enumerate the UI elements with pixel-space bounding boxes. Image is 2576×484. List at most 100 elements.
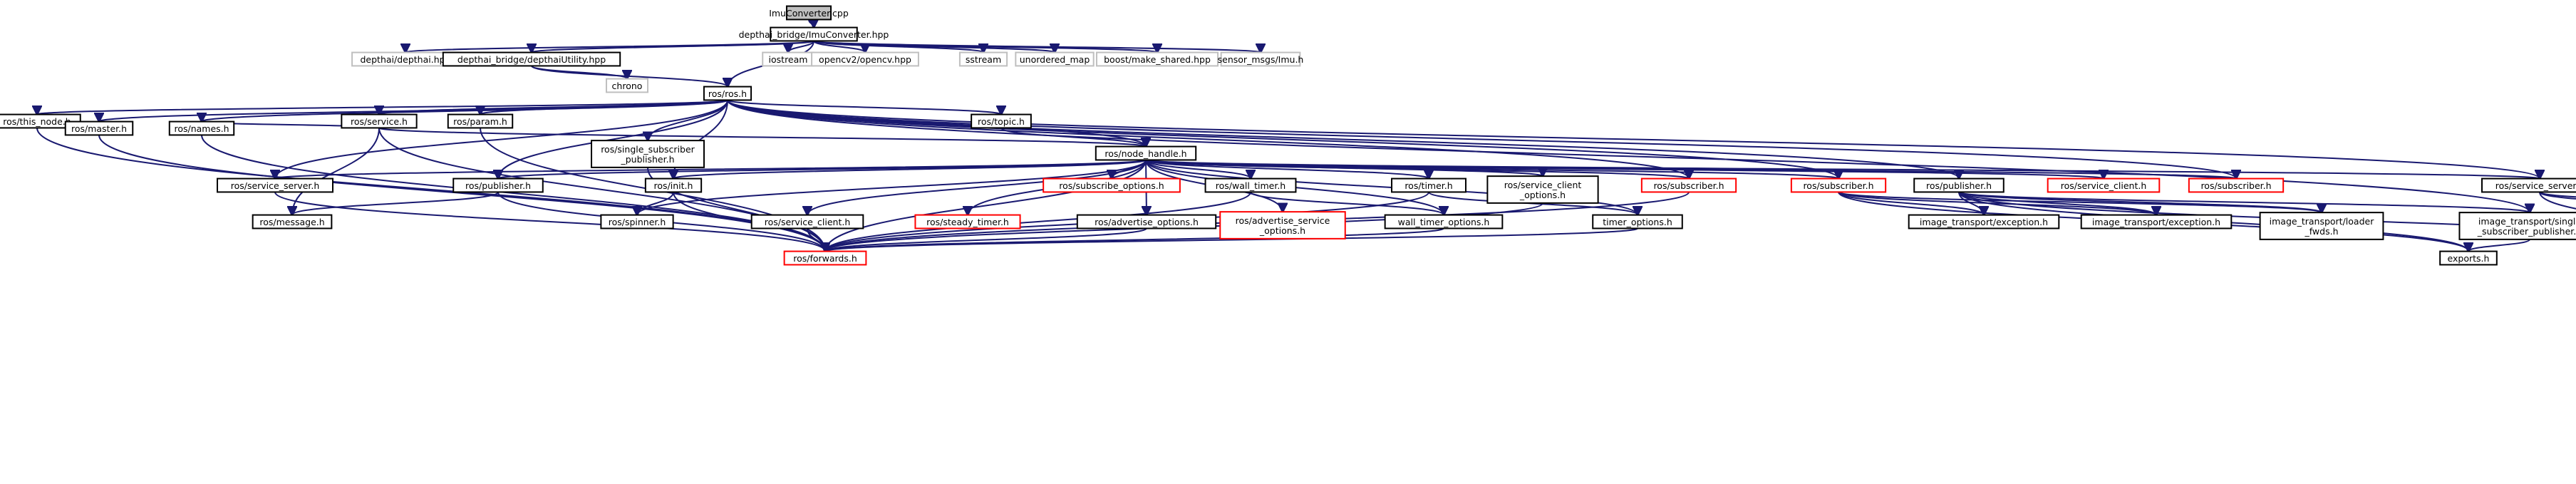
graph-node[interactable]: ros/spinner.h: [600, 214, 674, 230]
graph-node[interactable]: exports.h: [2439, 250, 2498, 266]
node-label: depthai_bridge/ImuConverter.hpp: [739, 29, 889, 40]
node-box: [2080, 214, 2233, 230]
dependency-edge: [292, 128, 380, 215]
graph-node[interactable]: wall_timer_options.h: [1384, 214, 1504, 230]
dependency-edge: [1000, 127, 1146, 146]
graph-node[interactable]: depthai_bridge/depthaiUtility.hpp: [442, 51, 621, 67]
dependency-edge: [201, 135, 825, 251]
node-label: _options.h: [1259, 225, 1305, 236]
dependency-edge: [1838, 191, 2156, 215]
graph-node[interactable]: ros/timer.h: [1391, 177, 1467, 193]
dependency-edge: [2539, 191, 2576, 200]
graph-node[interactable]: ros/steady_timer.h: [914, 214, 1021, 230]
graph-node[interactable]: ros/names.h: [168, 120, 235, 136]
node-box: [2481, 177, 2576, 193]
graph-node[interactable]: ros/master.h: [64, 120, 134, 136]
graph-node[interactable]: ros/advertise_options.h: [1076, 214, 1217, 230]
graph-node[interactable]: ros/subscriber.h: [2188, 177, 2285, 193]
node-box: [783, 250, 867, 266]
graph-node[interactable]: ros/service_client.h: [750, 214, 864, 230]
node-label: ros/service_client: [1504, 180, 1582, 190]
graph-node[interactable]: ros/single_subscriber_publisher.h: [591, 140, 705, 168]
dependency-edge: [1250, 191, 1444, 215]
graph-node[interactable]: ros/topic.h: [971, 113, 1032, 129]
dependency-edge: [2539, 192, 2576, 210]
graph-node[interactable]: image_transport/exception.h: [2080, 214, 2233, 230]
graph-node[interactable]: image_transport/loader_fwds.h: [2259, 212, 2384, 240]
graph-node[interactable]: ros/publisher.h: [1913, 177, 2005, 193]
node-box: [252, 214, 333, 230]
dependency-edge: [405, 40, 814, 52]
graph-node[interactable]: ros/service_client_options.h: [1486, 175, 1599, 204]
node-label: ros/wall_timer.h: [1216, 180, 1286, 191]
node-label: ros/publisher.h: [1926, 180, 1992, 191]
dependency-edge: [727, 99, 1001, 114]
graph-node: depthai/depthai.hpp: [351, 51, 460, 67]
dependency-edge: [825, 227, 1147, 251]
node-box: [591, 140, 705, 168]
graph-node[interactable]: ros/init.h: [644, 177, 703, 193]
node-box: [1592, 214, 1683, 230]
graph-node[interactable]: ros/service.h: [341, 113, 418, 129]
node-label: ros/service_client.h: [765, 217, 851, 227]
node-label: ros/subscriber.h: [2200, 180, 2271, 191]
graph-node[interactable]: depthai_bridge/ImuConverter.hpp: [739, 26, 889, 42]
node-label: _fwds.h: [2305, 226, 2339, 237]
dependency-edge: [673, 159, 1147, 178]
dependency-edge: [1958, 191, 2530, 212]
graph-node[interactable]: ros/service_server.h: [2481, 177, 2576, 193]
graph-node[interactable]: ros/this_node.h: [0, 113, 81, 129]
graph-node[interactable]: ros/service_server.h: [217, 177, 333, 193]
node-box: [703, 86, 752, 101]
graph-node[interactable]: ros/service_client.h: [2047, 177, 2161, 193]
graph-node[interactable]: ros/node_handle.h: [1095, 145, 1197, 161]
graph-node[interactable]: ros/ros.h: [703, 86, 752, 101]
node-label: ros/advertise_options.h: [1095, 217, 1199, 227]
node-box: [1640, 177, 1737, 193]
graph-node[interactable]: ros/wall_timer.h: [1204, 177, 1297, 193]
dependency-edge: [813, 40, 1261, 52]
node-label: ros/steady_timer.h: [926, 217, 1009, 227]
dependency-edge: [808, 19, 814, 27]
dependency-edge: [727, 100, 2530, 212]
node-label: wall_timer_options.h: [1398, 217, 1490, 227]
graph-node[interactable]: ros/subscriber.h: [1790, 177, 1887, 193]
graph-node: unordered_map: [1015, 51, 1095, 67]
graph-node[interactable]: image_transport/single_subscriber_publis…: [2458, 212, 2576, 240]
dependency-edge: [275, 100, 728, 178]
node-layer: ImuConverter.cpp depthai_bridge/ImuConver…: [0, 5, 2576, 266]
graph-node[interactable]: ros/subscribe_options.h: [1043, 177, 1181, 193]
node-box: [770, 26, 858, 42]
node-label: ros/topic.h: [978, 116, 1025, 127]
dependency-edge: [727, 99, 2540, 178]
graph-node[interactable]: ros/publisher.h: [452, 177, 544, 193]
graph-node[interactable]: timer_options.h: [1592, 214, 1683, 230]
dependency-edge: [637, 192, 674, 215]
dependency-edge: [2539, 191, 2576, 198]
node-label: ros/subscriber.h: [1653, 180, 1724, 191]
node-box: [442, 51, 621, 67]
graph-node: sensor_msgs/Imu.h: [1218, 51, 1304, 67]
node-box: [1391, 177, 1467, 193]
graph-node[interactable]: ros/forwards.h: [783, 250, 867, 266]
node-box: [1095, 51, 1219, 67]
graph-node[interactable]: ros/advertise_service_options.h: [1219, 211, 1346, 240]
dependency-edge: [2468, 238, 2530, 252]
node-label: ros/service_client.h: [2061, 180, 2147, 191]
graph-node[interactable]: ros/param.h: [447, 113, 514, 129]
graph-node[interactable]: ros/subscriber.h: [1640, 177, 1737, 193]
node-label: sensor_msgs/Imu.h: [1218, 54, 1304, 65]
dependency-edge: [275, 159, 1147, 178]
dependency-edge: [813, 40, 865, 52]
node-box: [447, 113, 514, 129]
graph-node[interactable]: image_transport/exception.h: [1908, 214, 2060, 230]
graph-node: iostream: [762, 51, 814, 67]
node-label: depthai/depthai.hpp: [360, 54, 450, 65]
node-box: [958, 51, 1008, 67]
graph-node[interactable]: ros/message.h: [252, 214, 333, 230]
node-label: ros/subscribe_options.h: [1059, 180, 1164, 191]
dependency-edge: [1838, 191, 1984, 215]
graph-node[interactable]: ImuConverter.cpp: [769, 5, 849, 21]
dependency-edge: [292, 191, 499, 215]
